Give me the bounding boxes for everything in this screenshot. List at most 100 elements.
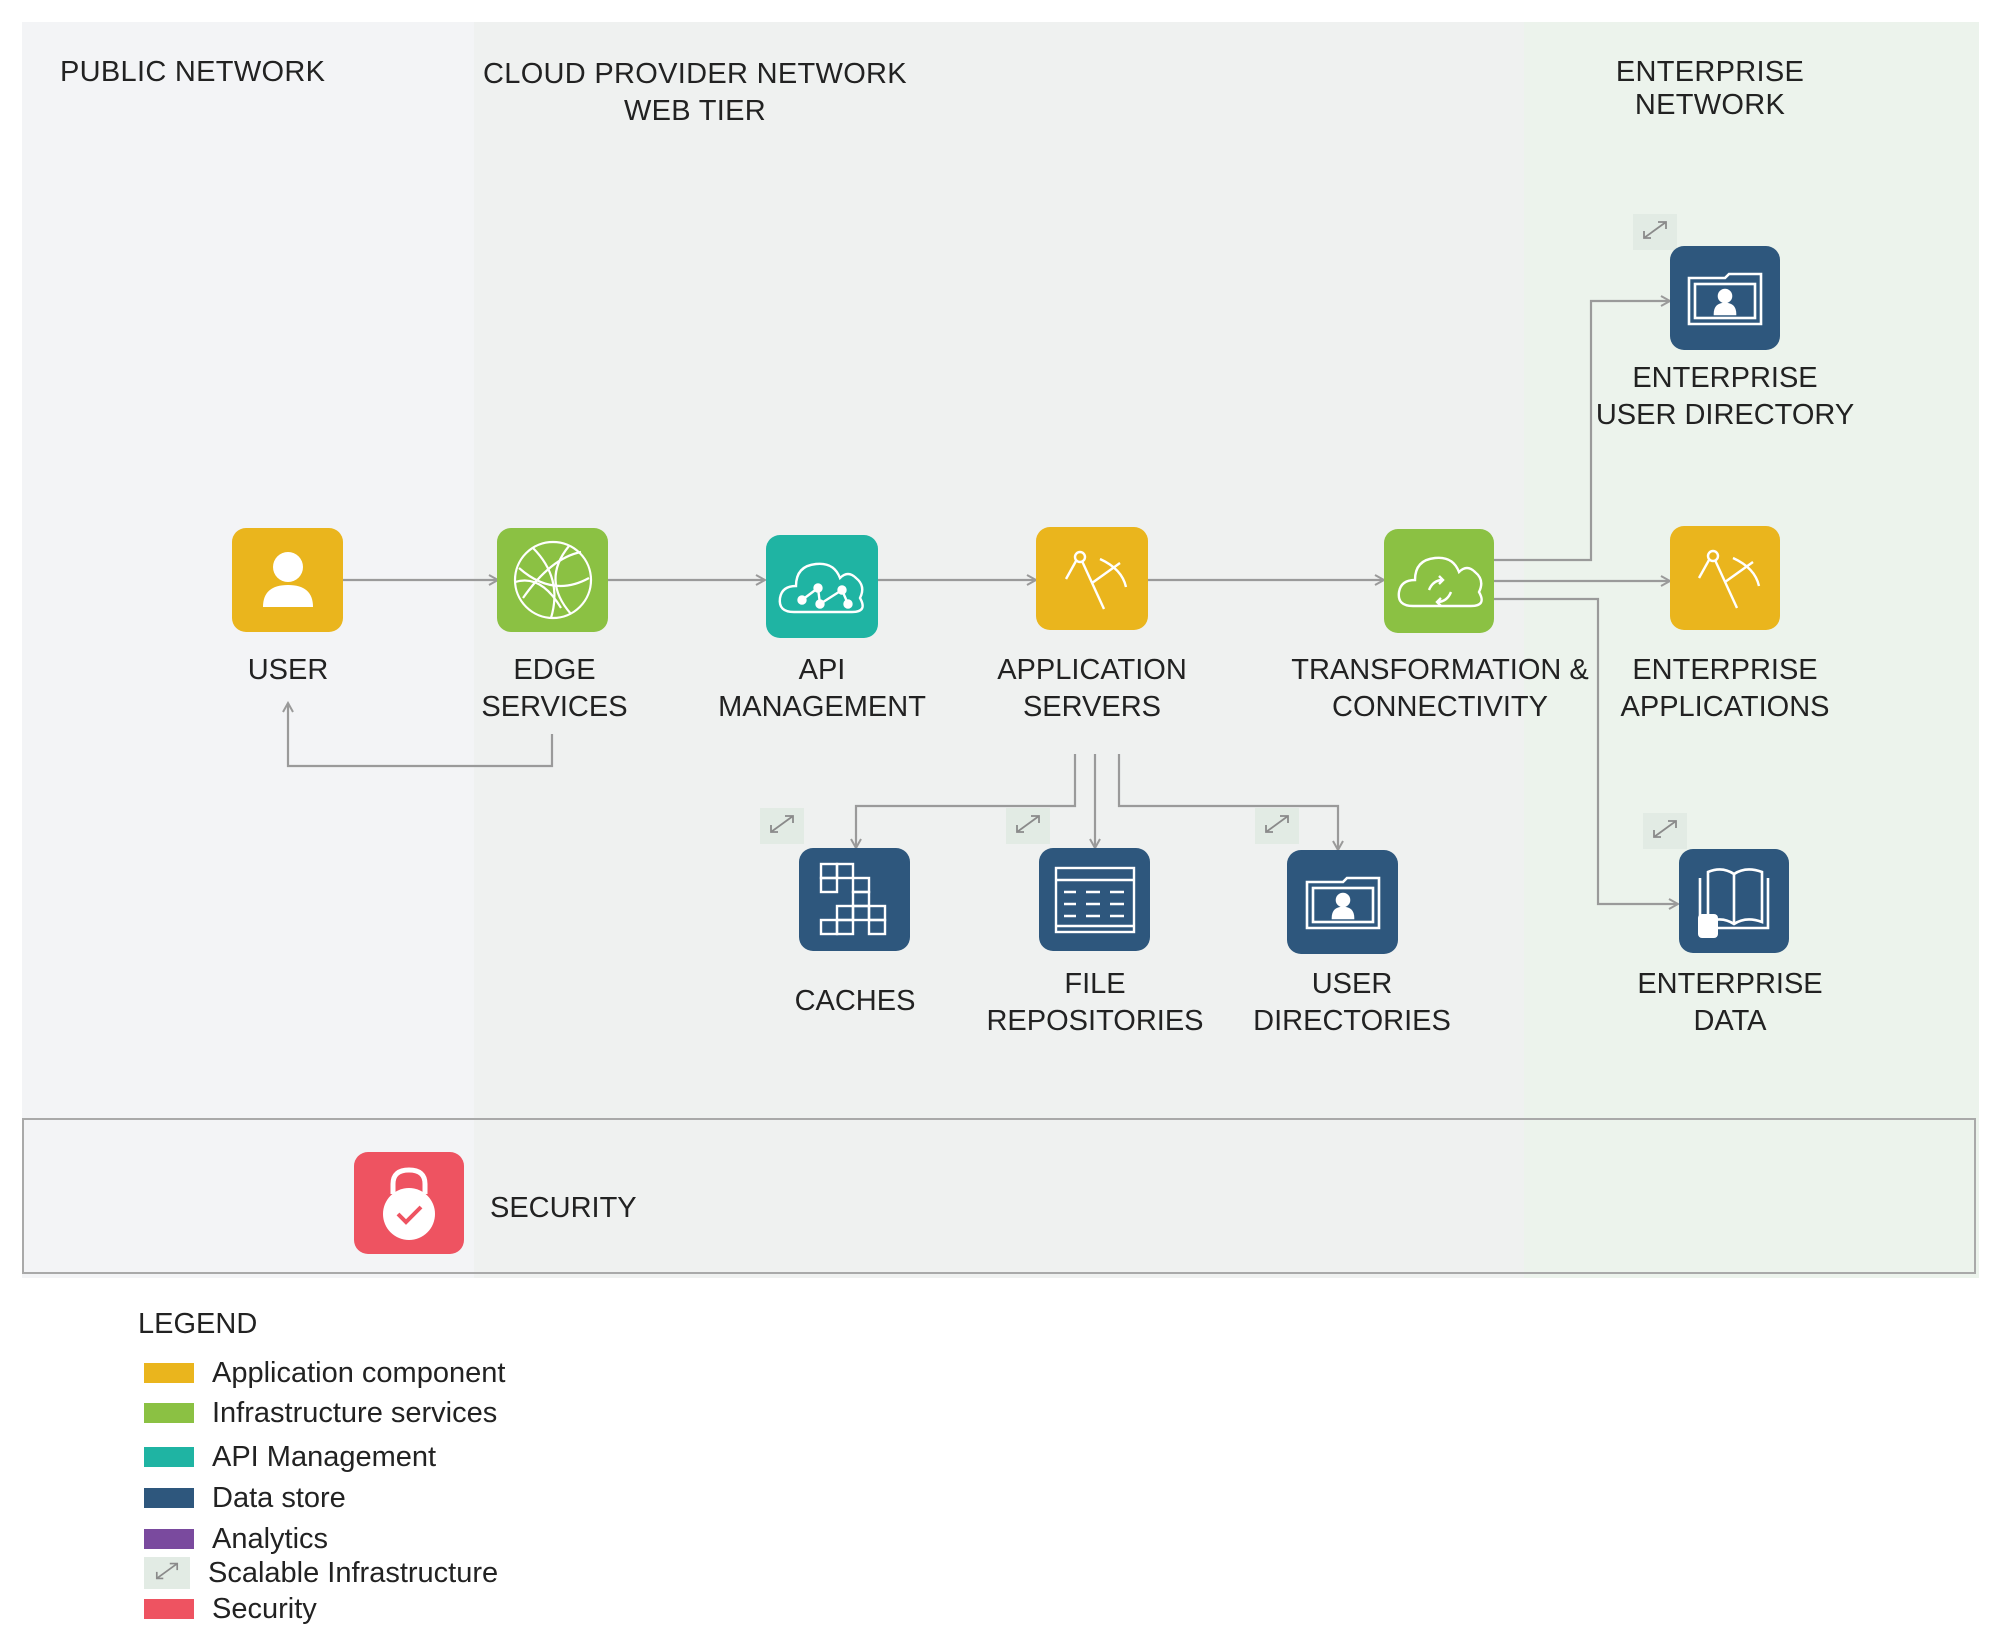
edge-services-node[interactable] bbox=[497, 528, 608, 632]
enterprise-user-directory-label-line1: ENTERPRISE bbox=[1632, 362, 1818, 394]
zone-title-public: PUBLIC NETWORK bbox=[60, 56, 326, 88]
connector-transformation-to-ent-userdir bbox=[1493, 301, 1670, 562]
legend-swatch-datastore bbox=[144, 1488, 194, 1508]
api-management-label-line2: MANAGEMENT bbox=[718, 691, 926, 723]
user-directories-label-line2: DIRECTORIES bbox=[1253, 1005, 1451, 1037]
edge-services-label-line2: SERVICES bbox=[481, 691, 628, 723]
security-band bbox=[22, 1118, 1976, 1274]
caches-node[interactable] bbox=[799, 848, 910, 951]
legend-swatch-analytics bbox=[144, 1529, 194, 1549]
application-servers-label-line2: SERVERS bbox=[1022, 691, 1162, 723]
scalable-badge-caches bbox=[760, 808, 804, 844]
padlock-check-icon bbox=[377, 1164, 441, 1242]
legend-swatch-application bbox=[144, 1363, 194, 1383]
scalable-badge-ent-data bbox=[1643, 813, 1687, 849]
zone-title-enterprise: ENTERPRISE NETWORK bbox=[1615, 56, 1805, 121]
legend-title: LEGEND bbox=[138, 1308, 258, 1340]
scale-arrows-icon bbox=[1011, 810, 1045, 843]
cloud-network-icon bbox=[774, 552, 870, 622]
enterprise-applications-label-line1: ENTERPRISE bbox=[1632, 654, 1818, 686]
enterprise-data-label-line2: DATA bbox=[1693, 1005, 1767, 1037]
connector-appservers-to-userdirs bbox=[1117, 754, 1338, 850]
legend-label-datastore: Data store bbox=[212, 1481, 346, 1514]
scalable-badge-userdirs bbox=[1255, 808, 1299, 844]
connector-edge-to-user bbox=[288, 703, 554, 768]
caches-label-line1: CACHES bbox=[794, 985, 916, 1017]
scale-arrows-icon bbox=[1638, 216, 1672, 249]
transformation-label-line2: CONNECTIVITY bbox=[1332, 691, 1548, 723]
file-repositories-label: FILE REPOSITORIES bbox=[975, 966, 1215, 1040]
enterprise-applications-label-line2: APPLICATIONS bbox=[1620, 691, 1830, 723]
connector-transformation-to-ent-data bbox=[1493, 597, 1678, 904]
scalable-badge-filerepos bbox=[1006, 808, 1050, 844]
zone-title-cloud-line2: WEB TIER bbox=[623, 95, 767, 127]
compass-icon bbox=[1052, 539, 1132, 619]
application-servers-label: APPLICATION SERVERS bbox=[982, 652, 1202, 726]
transformation-node[interactable] bbox=[1384, 529, 1494, 633]
legend-label-scalable: Scalable Infrastructure bbox=[208, 1556, 499, 1589]
legend-item-scalable: Scalable Infrastructure bbox=[144, 1556, 498, 1590]
edge-services-label-line1: EDGE bbox=[513, 654, 596, 686]
compass-icon bbox=[1685, 538, 1765, 618]
user-label-line1: USER bbox=[247, 654, 329, 686]
security-node[interactable] bbox=[354, 1152, 464, 1254]
user-node[interactable] bbox=[232, 528, 343, 632]
grid-blocks-icon bbox=[817, 860, 893, 940]
legend-swatch-infrastructure bbox=[144, 1403, 194, 1423]
zone-cloud-provider-network bbox=[474, 22, 1524, 1278]
connector-appservers-to-caches bbox=[856, 754, 1077, 848]
scale-arrows-icon bbox=[1648, 815, 1682, 848]
user-label: USER bbox=[188, 652, 388, 689]
folder-user-icon bbox=[1303, 872, 1383, 932]
legend-label-analytics: Analytics bbox=[212, 1522, 329, 1555]
legend-label-security: Security bbox=[212, 1592, 317, 1625]
user-directories-node[interactable] bbox=[1287, 850, 1398, 954]
book-database-icon bbox=[1692, 862, 1776, 940]
scale-arrows-icon bbox=[1260, 810, 1294, 843]
scale-arrows-icon bbox=[765, 810, 799, 843]
api-management-label: API MANAGEMENT bbox=[712, 652, 932, 726]
legend-label-infrastructure: Infrastructure services bbox=[212, 1396, 498, 1429]
enterprise-applications-node[interactable] bbox=[1670, 526, 1780, 630]
transformation-label-line1: TRANSFORMATION & bbox=[1291, 654, 1589, 686]
legend-item-security: Security bbox=[144, 1592, 317, 1626]
enterprise-user-directory-node[interactable] bbox=[1670, 246, 1780, 350]
zone-title-cloud: CLOUD PROVIDER NETWORK WEB TIER bbox=[480, 56, 910, 130]
user-icon bbox=[253, 545, 323, 615]
enterprise-data-label-line1: ENTERPRISE bbox=[1637, 968, 1823, 1000]
legend-label-application: Application component bbox=[212, 1356, 506, 1389]
legend-item-infrastructure: Infrastructure services bbox=[144, 1396, 497, 1430]
enterprise-user-directory-label: ENTERPRISE USER DIRECTORY bbox=[1595, 360, 1855, 434]
legend-item-api: API Management bbox=[144, 1440, 436, 1474]
user-directories-label: USER DIRECTORIES bbox=[1232, 966, 1472, 1040]
transformation-label: TRANSFORMATION & CONNECTIVITY bbox=[1290, 652, 1590, 726]
legend-swatch-scalable bbox=[144, 1557, 190, 1589]
legend-item-datastore: Data store bbox=[144, 1481, 346, 1515]
enterprise-data-label: ENTERPRISE DATA bbox=[1600, 966, 1860, 1040]
folder-user-icon bbox=[1685, 268, 1765, 328]
enterprise-data-node[interactable] bbox=[1679, 849, 1789, 953]
scalable-badge-ent-userdir bbox=[1633, 214, 1677, 250]
zone-public-network bbox=[22, 22, 474, 1278]
legend-item-analytics: Analytics bbox=[144, 1522, 328, 1556]
zone-enterprise-network bbox=[1524, 22, 1979, 1278]
cloud-sync-icon bbox=[1393, 546, 1485, 616]
legend-swatch-api bbox=[144, 1447, 194, 1467]
file-repositories-label-line2: REPOSITORIES bbox=[986, 1005, 1204, 1037]
legend-item-application: Application component bbox=[144, 1356, 505, 1390]
zone-title-cloud-line1: CLOUD PROVIDER NETWORK bbox=[483, 58, 907, 90]
globe-icon bbox=[511, 538, 595, 622]
edge-services-label: EDGE SERVICES bbox=[452, 652, 657, 726]
table-icon bbox=[1054, 866, 1136, 934]
file-repositories-label-line1: FILE bbox=[1064, 968, 1126, 1000]
enterprise-applications-label: ENTERPRISE APPLICATIONS bbox=[1600, 652, 1850, 726]
security-label: SECURITY bbox=[490, 1192, 637, 1224]
caches-label: CACHES bbox=[755, 983, 955, 1020]
api-management-node[interactable] bbox=[766, 535, 878, 638]
file-repositories-node[interactable] bbox=[1039, 848, 1150, 951]
scale-arrows-icon bbox=[150, 1558, 184, 1589]
application-servers-node[interactable] bbox=[1036, 527, 1148, 630]
application-servers-label-line1: APPLICATION bbox=[997, 654, 1187, 686]
user-directories-label-line1: USER bbox=[1311, 968, 1393, 1000]
